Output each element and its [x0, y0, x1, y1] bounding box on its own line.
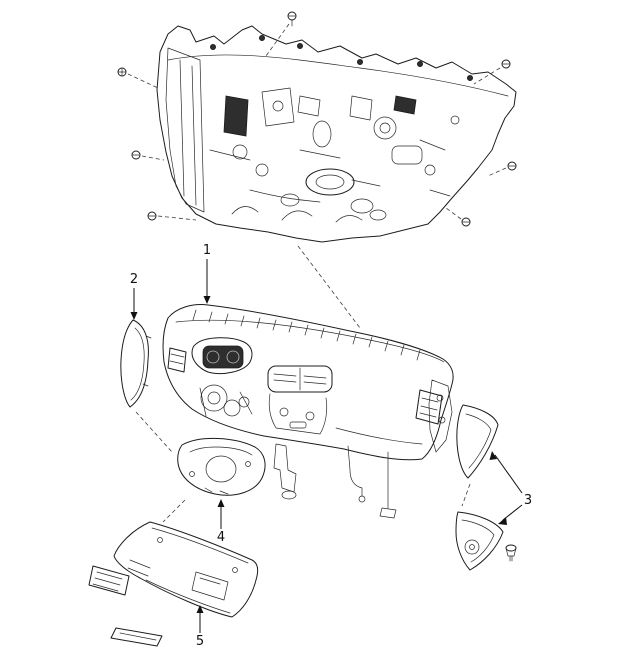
small-cover-drawing	[110, 627, 163, 647]
vent-grille-drawing	[88, 565, 130, 596]
arrowhead-icon	[217, 499, 225, 507]
callout-1: 1	[203, 243, 211, 304]
bolt-icon	[487, 161, 517, 177]
bolt-icon	[117, 67, 159, 89]
side-cover-right-upper-drawing	[456, 404, 499, 479]
side-cover-right-lower-drawing	[455, 511, 504, 571]
callout-3-label: 3	[524, 493, 532, 508]
firewall-panel-drawing	[156, 25, 517, 243]
bolt-icon	[147, 211, 197, 221]
leader-line	[461, 483, 471, 507]
fastener-clip-icon	[505, 544, 517, 562]
side-cover-left-drawing	[120, 319, 152, 408]
arrowhead-icon	[196, 605, 204, 613]
callout-4-label: 4	[217, 530, 225, 545]
bolt-icon	[473, 59, 511, 85]
bolt-icon	[131, 150, 165, 161]
callout-5: 5	[196, 605, 204, 647]
leader-line	[297, 245, 361, 329]
callout-5-label: 5	[196, 634, 204, 647]
lower-crash-pad-drawing	[113, 521, 259, 618]
callout-1-label: 1	[203, 243, 211, 258]
bolt-icon	[265, 11, 297, 57]
arrowhead-icon	[489, 451, 497, 460]
callout-4: 4	[217, 499, 225, 545]
leader-line	[135, 411, 173, 453]
callout-3: 3	[489, 451, 532, 525]
arrowhead-icon	[130, 312, 138, 320]
arrowhead-icon	[203, 296, 211, 304]
callout-2: 2	[130, 272, 138, 320]
leader-line	[162, 499, 186, 523]
arrowhead-icon	[498, 517, 507, 525]
callout-2-label: 2	[130, 272, 138, 287]
steering-column-cover-drawing	[177, 437, 266, 496]
bolt-icon	[445, 207, 471, 227]
crash-pad-drawing	[162, 304, 454, 519]
